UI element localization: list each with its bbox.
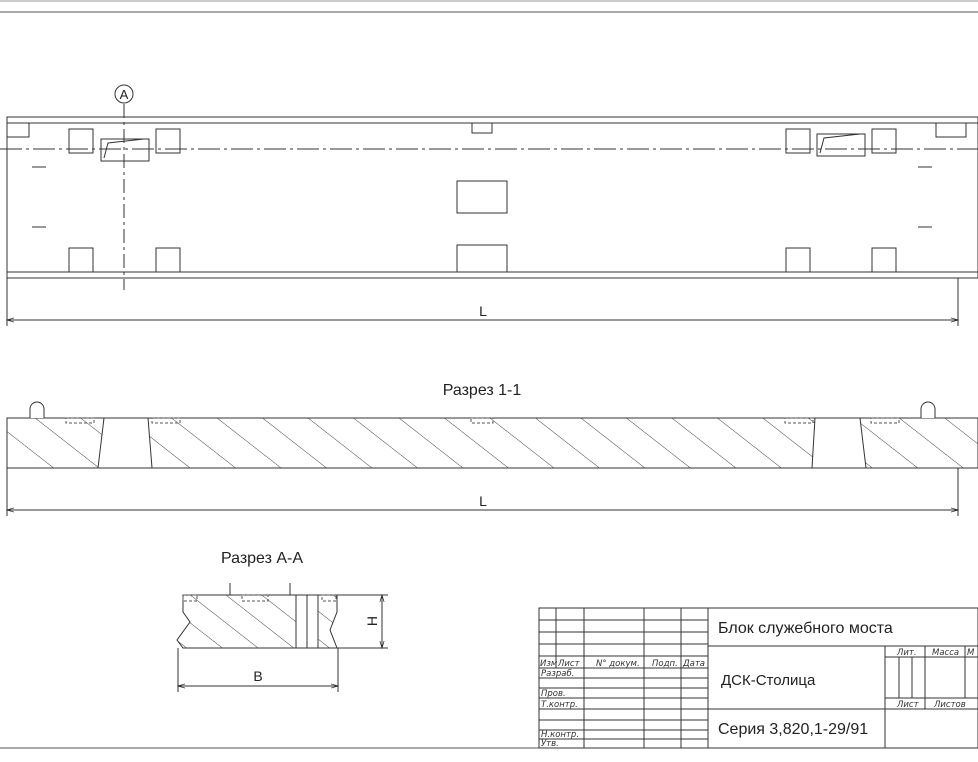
col-doc-no: N° докум. (596, 659, 640, 669)
section-a-a-title: Разрез А-А (221, 550, 303, 567)
col-izm: Изм (540, 659, 558, 669)
section-a-a-view (176, 583, 338, 649)
title-organization: ДСК-Столица (721, 672, 816, 689)
col-date: Дата (682, 659, 705, 669)
col-sign: Подп. (652, 659, 678, 669)
row-utv: Утв. (541, 739, 559, 749)
stage-sheet: Лист (896, 700, 920, 710)
section-width-label: B (253, 668, 262, 684)
section-1-1-title: Разрез 1-1 (443, 382, 522, 399)
stage-massa: Масса (932, 648, 959, 658)
row-tkontr: Т.контр. (541, 700, 578, 710)
stage-sheets: Листов (933, 700, 966, 710)
stage-lit: Лит. (896, 648, 917, 658)
row-nkontr: Н.контр. (541, 730, 579, 740)
title-block (538, 607, 978, 749)
section-1-1-view (6, 401, 978, 469)
title-designation: Блок служебного моста (718, 620, 893, 637)
plan-view (0, 104, 978, 290)
callout-label: A (120, 87, 129, 102)
section-length-label: L (479, 493, 487, 509)
plan-length-label: L (479, 303, 487, 319)
plan-length-dimension (7, 278, 958, 326)
title-series: Серия 3,820,1-29/91 (718, 721, 868, 738)
section-height-label: H (364, 616, 380, 626)
section-a-a-dimensions (178, 595, 388, 692)
section-length-dimension (7, 468, 958, 516)
stage-masshtab: М (967, 648, 975, 658)
row-prov: Пров. (541, 689, 566, 699)
col-list: Лист (557, 659, 581, 669)
row-razrab: Разраб. (541, 669, 574, 679)
section-callout-a: A (114, 84, 134, 104)
